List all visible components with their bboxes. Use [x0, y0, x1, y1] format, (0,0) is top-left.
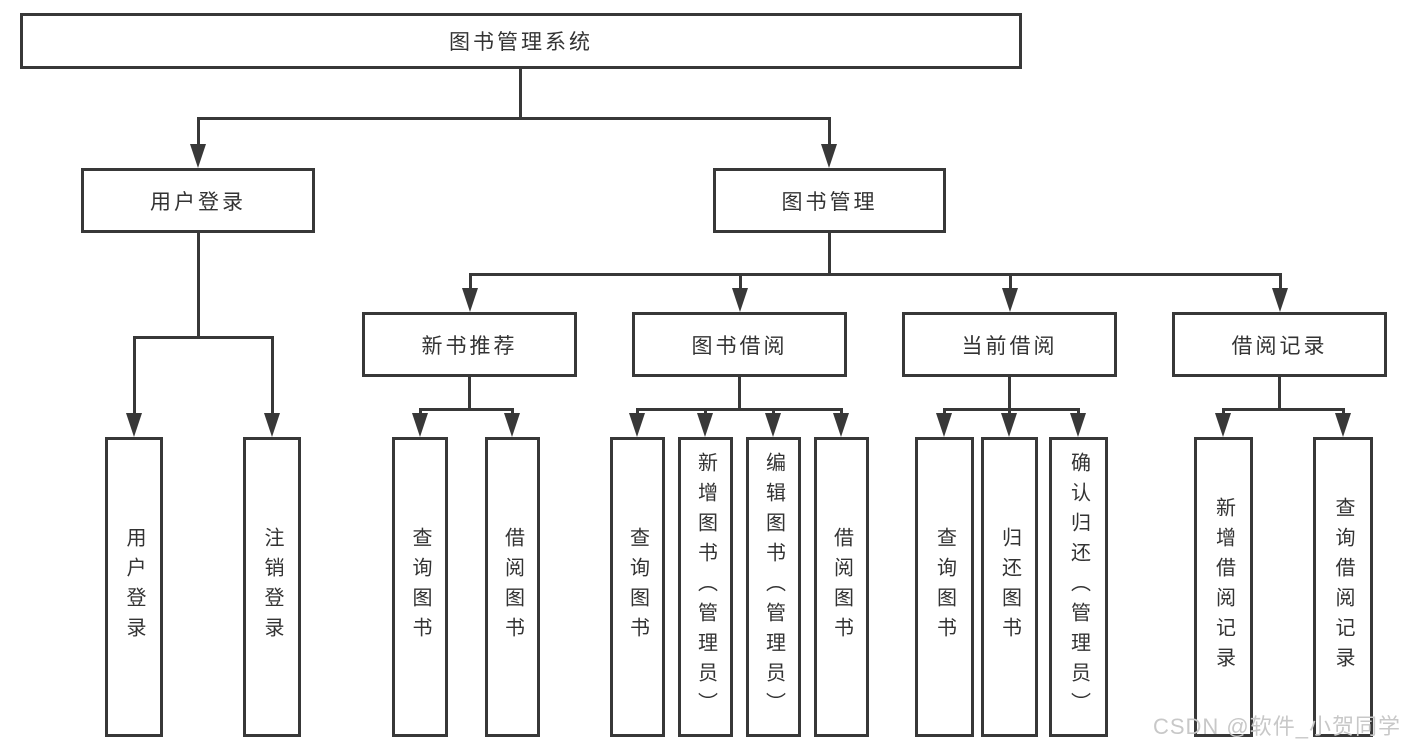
connector-user-login-rail	[133, 336, 273, 339]
connector-drop-leaf	[704, 408, 707, 416]
node-book-management-group: 图书管理	[713, 168, 946, 233]
node-current-borrowing: 当前借阅	[902, 312, 1117, 377]
node-label: 查询图书	[933, 527, 956, 647]
node-leaf-query-books-current: 查询图书	[915, 437, 974, 737]
arrow-down-icon	[697, 413, 713, 437]
arrow-down-icon	[190, 144, 206, 168]
arrow-down-icon	[462, 288, 478, 312]
arrow-down-icon	[833, 413, 849, 437]
node-label: 借阅记录	[1231, 334, 1328, 358]
connector-book-mgmt-stem	[828, 233, 831, 275]
node-label: 借阅图书	[501, 527, 524, 647]
arrow-down-icon	[412, 413, 428, 437]
node-book-borrowing: 图书借阅	[632, 312, 847, 377]
arrow-down-icon	[1070, 413, 1086, 437]
connector-user-login-stem	[197, 233, 200, 338]
arrow-down-icon	[1335, 413, 1351, 437]
node-leaf-query-books-rec: 查询图书	[392, 437, 448, 737]
connector-rail-borrow-record	[1222, 408, 1345, 411]
node-label: 查询图书	[626, 527, 649, 647]
connector-rail-current-borrow	[943, 408, 1080, 411]
node-label: 注销登录	[261, 527, 283, 647]
node-library-management-system: 图书管理系统	[20, 13, 1022, 69]
node-label: 查询图书	[409, 527, 431, 647]
node-label: 新书推荐	[421, 334, 518, 358]
node-leaf-add-borrow-record: 新增借阅记录	[1194, 437, 1253, 737]
arrow-down-icon	[1272, 288, 1288, 312]
node-label: 查询借阅记录	[1332, 497, 1354, 677]
node-label: 图书借阅	[691, 334, 788, 358]
node-label: 归还图书	[998, 527, 1021, 647]
arrow-down-icon	[821, 144, 837, 168]
csdn-watermark: CSDN @软件_小贺同学	[1152, 714, 1401, 739]
node-label: 新增借阅记录	[1212, 497, 1235, 677]
connector-drop-leaf	[1222, 408, 1225, 416]
node-leaf-borrow-books: 借阅图书	[814, 437, 869, 737]
node-label: 用户登录	[123, 527, 145, 647]
node-label: 当前借阅	[961, 334, 1058, 358]
node-user-login-group: 用户登录	[81, 168, 315, 233]
connector-drop-leaf	[772, 408, 775, 416]
connector-drop-leaf	[636, 408, 639, 416]
connector-stem	[738, 377, 741, 410]
node-label: 借阅图书	[830, 527, 853, 647]
connector-drop-new-book-rec	[469, 273, 472, 290]
connector-stem	[1278, 377, 1281, 410]
node-leaf-confirm-return-admin: 确认归还（管理员）	[1049, 437, 1108, 737]
arrow-down-icon	[629, 413, 645, 437]
connector-drop-book-mgmt	[828, 117, 831, 147]
connector-drop-leaf	[511, 408, 514, 416]
connector-drop-current-borrow	[1009, 273, 1012, 290]
arrow-down-icon	[936, 413, 952, 437]
connector-level1-rail	[197, 117, 831, 120]
node-leaf-add-books-admin: 新增图书（管理员）	[678, 437, 733, 737]
arrow-down-icon	[126, 413, 142, 437]
node-label: 图书管理系统	[449, 31, 593, 54]
connector-drop-leaf	[133, 336, 136, 415]
arrow-down-icon	[264, 413, 280, 437]
arrow-down-icon	[504, 413, 520, 437]
connector-rail-new-book-rec	[419, 408, 514, 411]
arrow-down-icon	[732, 288, 748, 312]
node-borrowing-records: 借阅记录	[1172, 312, 1387, 377]
connector-drop-leaf	[271, 336, 274, 415]
arrow-down-icon	[1002, 288, 1018, 312]
node-label: 确认归还（管理员）	[1067, 452, 1090, 722]
node-leaf-logout: 注销登录	[243, 437, 301, 737]
connector-root-stem	[519, 69, 522, 119]
connector-stem	[468, 377, 471, 410]
arrow-down-icon	[765, 413, 781, 437]
node-leaf-edit-books-admin: 编辑图书（管理员）	[746, 437, 801, 737]
connector-stem	[1008, 377, 1011, 410]
node-label: 图书管理	[781, 190, 878, 214]
connector-drop-leaf	[943, 408, 946, 416]
node-leaf-query-borrow-record: 查询借阅记录	[1313, 437, 1373, 737]
node-leaf-user-login: 用户登录	[105, 437, 163, 737]
connector-drop-leaf	[840, 408, 843, 416]
arrow-down-icon	[1215, 413, 1231, 437]
node-label: 编辑图书（管理员）	[762, 452, 785, 722]
arrow-down-icon	[1001, 413, 1017, 437]
connector-drop-borrow-record	[1279, 273, 1282, 290]
node-leaf-query-books-borrow: 查询图书	[610, 437, 665, 737]
node-leaf-return-books: 归还图书	[981, 437, 1038, 737]
connector-drop-leaf	[419, 408, 422, 416]
node-leaf-borrow-books-rec: 借阅图书	[485, 437, 540, 737]
connector-drop-leaf	[1008, 408, 1011, 416]
connector-level2-rail	[469, 273, 1282, 276]
node-new-book-recommendation: 新书推荐	[362, 312, 577, 377]
connector-drop-book-borrow	[739, 273, 742, 290]
connector-drop-user-login	[197, 117, 200, 147]
node-label: 用户登录	[150, 190, 246, 214]
connector-drop-leaf	[1342, 408, 1345, 416]
connector-drop-leaf	[1077, 408, 1080, 416]
node-label: 新增图书（管理员）	[694, 452, 717, 722]
connector-rail-book-borrow	[636, 408, 843, 411]
